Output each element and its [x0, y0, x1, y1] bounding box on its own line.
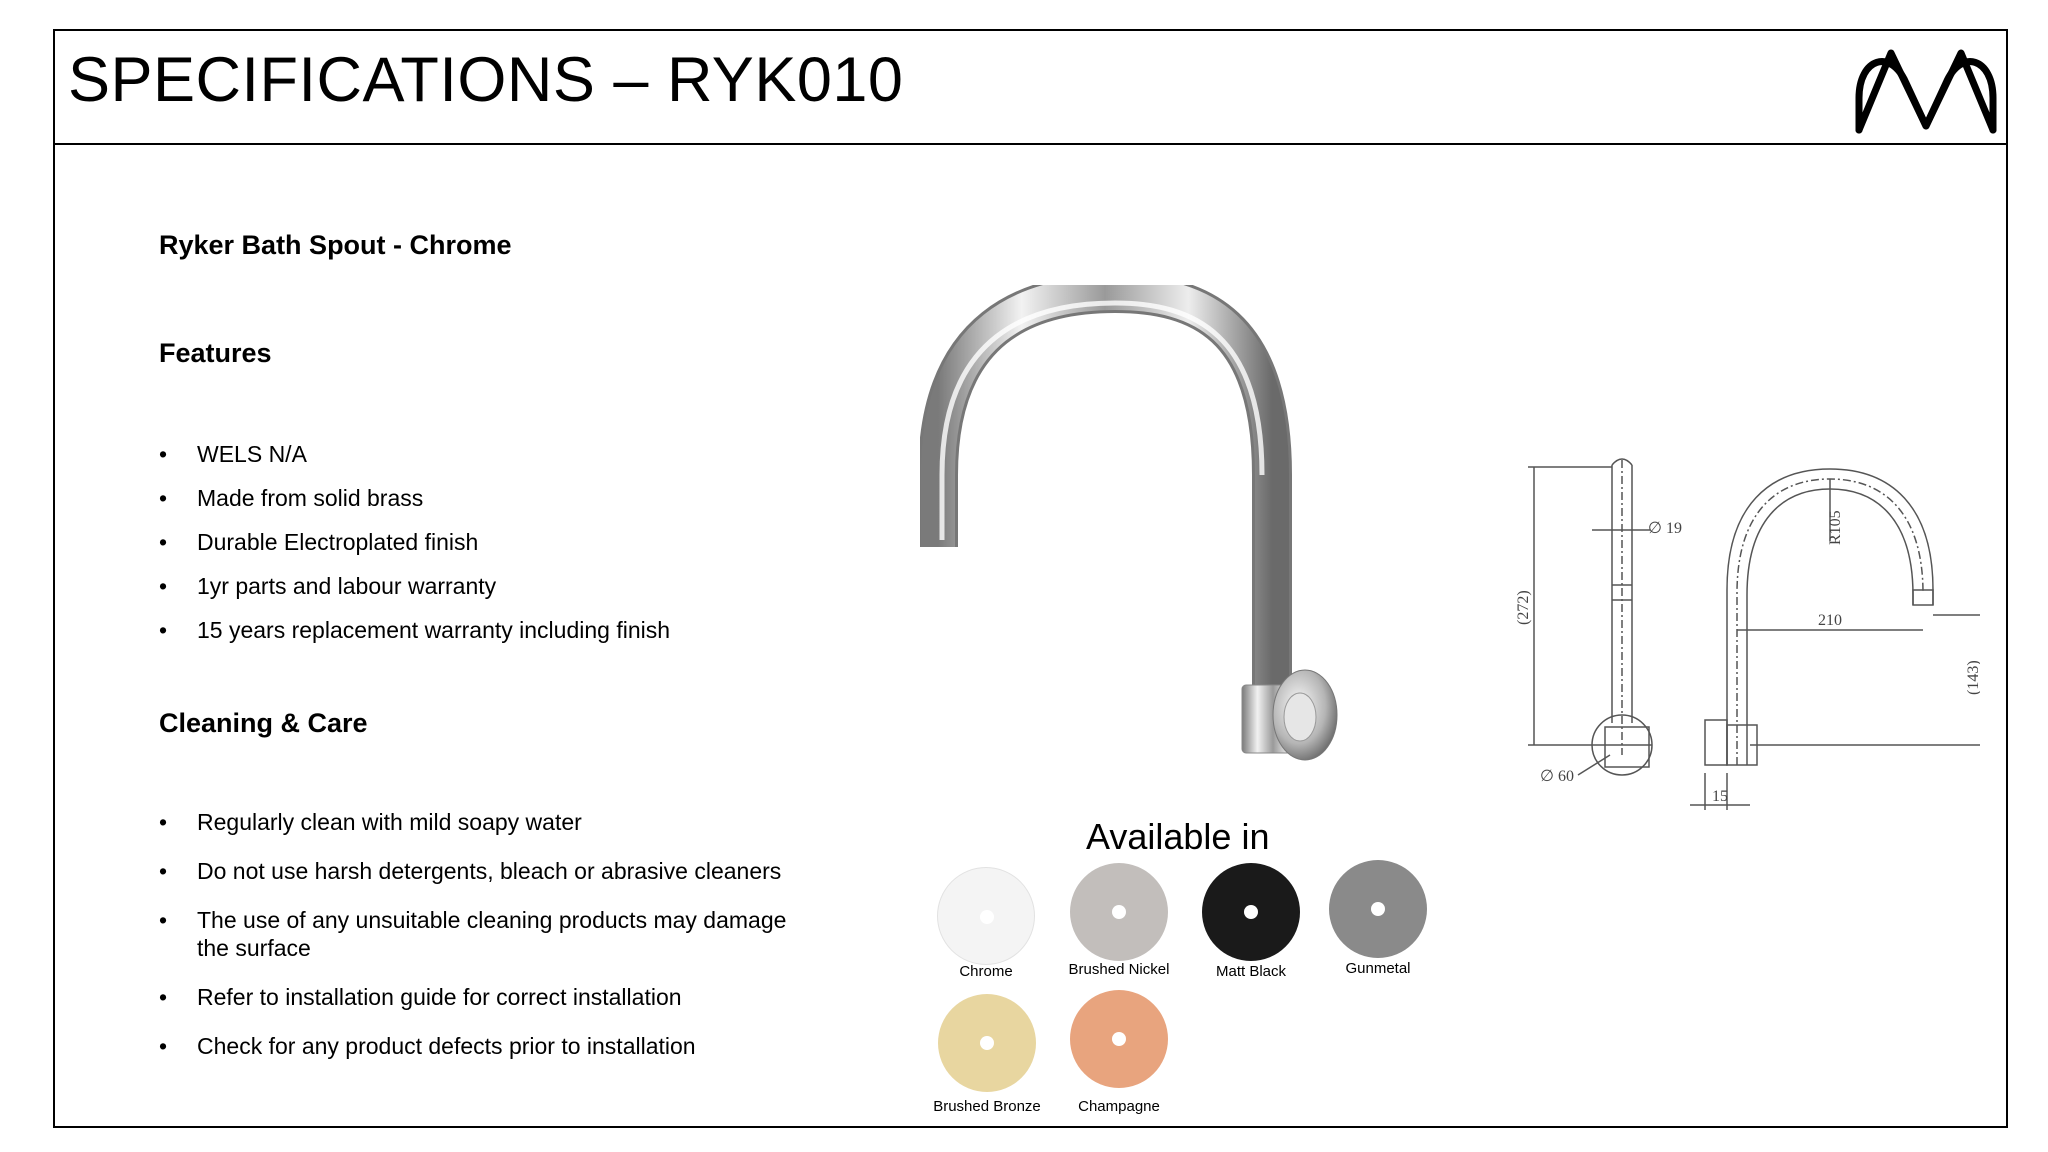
- swatch-label-brushed-nickel: Brushed Nickel: [1068, 961, 1170, 978]
- m-logo-icon: [1855, 49, 1997, 134]
- features-heading: Features: [159, 338, 272, 368]
- swatch-label-matt-black: Matt Black: [1215, 963, 1287, 980]
- header-divider: [53, 143, 2008, 145]
- care-heading: Cleaning & Care: [159, 708, 368, 738]
- page-title: SPECIFICATIONS – RYK010: [68, 45, 904, 115]
- dim-210: 210: [1818, 612, 1842, 629]
- swatch-champagne[interactable]: [1070, 990, 1168, 1088]
- swatch-hole: [1371, 902, 1385, 916]
- features-list: WELS N/A Made from solid brass Durable E…: [159, 440, 670, 660]
- dim-15: 15: [1712, 788, 1728, 805]
- swatch-matt-black[interactable]: [1202, 863, 1300, 961]
- product-image: [920, 285, 1338, 761]
- swatch-label-brushed-bronze: Brushed Bronze: [933, 1098, 1041, 1115]
- swatch-chrome[interactable]: [937, 867, 1035, 965]
- list-item: Made from solid brass: [159, 484, 670, 528]
- list-item: 15 years replacement warranty including …: [159, 616, 670, 660]
- swatch-label-chrome: Chrome: [959, 963, 1013, 980]
- swatch-brushed-bronze[interactable]: [938, 994, 1036, 1092]
- dim-143: (143): [1965, 660, 1980, 695]
- swatch-label-gunmetal: Gunmetal: [1345, 960, 1411, 977]
- dim-60: ∅ 60: [1540, 768, 1574, 785]
- dim-r105: R105: [1827, 510, 1844, 545]
- page-frame: [53, 29, 2008, 1128]
- care-list: Regularly clean with mild soapy water Do…: [159, 808, 819, 1081]
- swatch-hole: [980, 910, 994, 924]
- technical-drawing: ∅ 19 R105 (272) 210 (143) ∅ 60 15: [1515, 458, 1980, 810]
- list-item: The use of any unsuitable cleaning produ…: [159, 906, 819, 962]
- product-name: Ryker Bath Spout - Chrome: [159, 230, 512, 260]
- dim-272: (272): [1515, 590, 1532, 625]
- swatch-brushed-nickel[interactable]: [1070, 863, 1168, 961]
- swatch-hole: [980, 1036, 994, 1050]
- swatch-label-champagne: Champagne: [1078, 1098, 1160, 1115]
- dim-19: ∅ 19: [1648, 520, 1682, 537]
- list-item: Durable Electroplated finish: [159, 528, 670, 572]
- list-item: Do not use harsh detergents, bleach or a…: [159, 857, 819, 885]
- list-item: 1yr parts and labour warranty: [159, 572, 670, 616]
- swatch-hole: [1112, 1032, 1126, 1046]
- list-item: WELS N/A: [159, 440, 670, 484]
- list-item: Regularly clean with mild soapy water: [159, 808, 819, 836]
- list-item: Refer to installation guide for correct …: [159, 983, 819, 1011]
- available-heading: Available in: [1086, 816, 1270, 857]
- swatch-gunmetal[interactable]: [1329, 860, 1427, 958]
- list-item: Check for any product defects prior to i…: [159, 1032, 819, 1060]
- swatch-hole: [1112, 905, 1126, 919]
- swatch-hole: [1244, 905, 1258, 919]
